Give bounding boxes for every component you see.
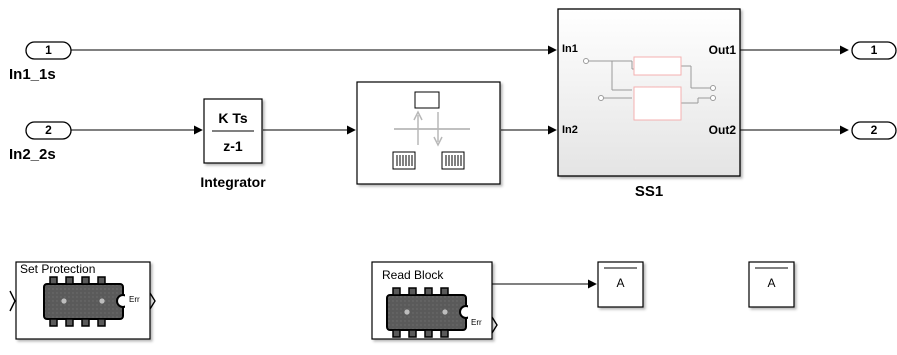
ss1-port-out1: Out1 [708,43,736,57]
inport-2-number: 2 [45,123,52,137]
inport-1-number: 1 [45,43,52,57]
outport-1-block[interactable] [851,41,897,60]
rate-transition-icon [392,91,470,170]
integrator-name: Integrator [200,174,266,190]
subsystem-preview-icon [583,58,716,104]
set-protection-err-port[interactable] [149,292,156,310]
goto-block-2[interactable] [748,261,795,308]
outport-2-number: 2 [870,123,878,137]
ss1-port-in1: In1 [562,43,578,55]
set-protection-input-port[interactable] [9,290,16,312]
outport-1-number: 1 [870,43,878,57]
read-block-err-port[interactable] [491,316,498,334]
integrator-denominator: z-1 [223,138,243,154]
chip-icon [386,287,476,338]
outport-2-block[interactable] [851,121,897,140]
inport-2-block[interactable] [25,121,72,140]
ss1-port-in2: In2 [562,124,578,136]
goto-tag-2: A [767,276,776,290]
read-block-title: Read Block [382,268,444,282]
inport-1-name: In1_1s [9,66,56,83]
set-protection-title: Set Protection [20,262,96,276]
subsystem-preview-block-2 [633,86,682,121]
read-block-err-label: Err [471,318,482,327]
subsystem-preview-block-1 [633,56,682,76]
chip-icon [43,276,133,327]
set-protection-err-label: Err [129,295,140,304]
ss1-port-out2: Out2 [708,123,736,137]
inport-2-name: In2_2s [9,146,56,163]
goto-tag-1: A [616,276,625,290]
inport-1-block[interactable] [25,41,72,60]
goto-block-1[interactable] [597,261,644,308]
subsystem-name: SS1 [634,183,664,200]
integrator-numerator: K Ts [218,110,248,126]
